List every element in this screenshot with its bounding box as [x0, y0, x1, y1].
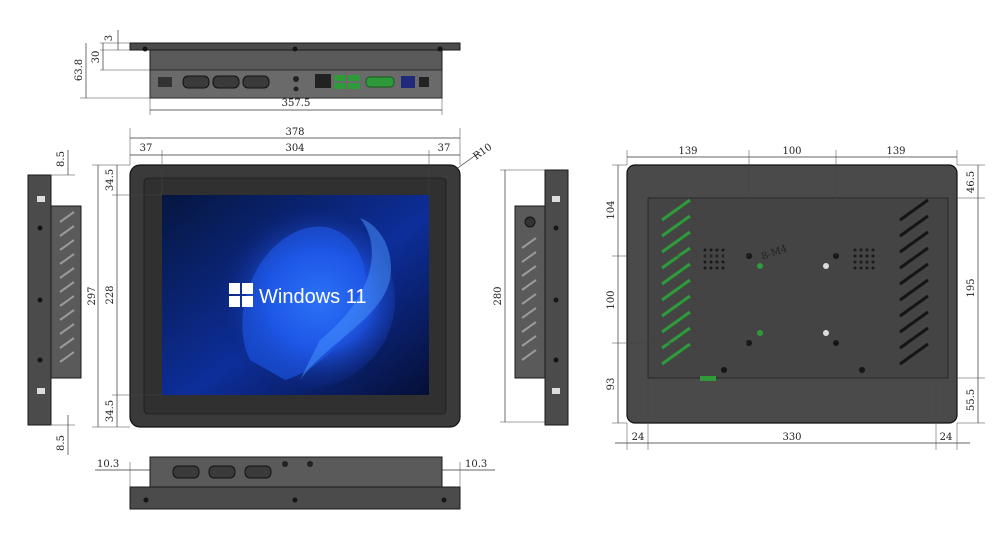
top-view: 3 30 63.8 357.5: [74, 30, 461, 115]
ethernet-port-icon: [315, 74, 331, 88]
speaker-grille-left: [703, 248, 725, 270]
dim-rear-vert-mid: 100: [606, 290, 617, 309]
dim-rear-bottom-right: 24: [940, 432, 953, 443]
dim-top-width: 357.5: [282, 98, 311, 109]
dim-left-bottom: 8.5: [56, 435, 67, 451]
serial-port-icon: [208, 465, 236, 479]
dim-rear-bottom-left: 24: [632, 432, 645, 443]
dim-front-top-margin: 34.5: [105, 169, 116, 191]
rear-vents-left: [661, 198, 691, 366]
front-view: Windows 11 378 37 304 37 R10 297 34.5 22…: [87, 127, 494, 428]
dim-front-side-left: 37: [140, 143, 153, 154]
dim-front-width: 378: [285, 127, 304, 138]
phoenix-connector-icon: [365, 76, 395, 88]
left-side-view: 8.5 8.5: [27, 150, 82, 455]
rear-vents-right: [899, 198, 929, 366]
usb-port-icon: [348, 75, 360, 81]
dim-right-height: 280: [493, 286, 504, 305]
right-side-housing: [514, 205, 546, 379]
power-connector-icon: [158, 77, 172, 87]
dim-bottom-right: 10.3: [465, 459, 487, 470]
dim-front-screen-width: 304: [285, 143, 304, 154]
dim-rear-middle: 100: [782, 146, 801, 157]
dim-top-depth-inner: 30: [91, 51, 102, 64]
vga-port-icon: [401, 76, 415, 88]
windows-logo-icon: [229, 283, 253, 307]
dim-rear-right-mid: 195: [966, 278, 977, 297]
bottom-view: 10.3 10.3: [95, 456, 495, 510]
left-side-housing: [50, 205, 82, 379]
speaker-grille-right: [853, 248, 875, 270]
dim-rear-vert-bottom: 93: [606, 378, 617, 391]
serial-port-icon: [212, 75, 240, 89]
usb-port-icon: [348, 83, 360, 89]
rear-view: 8-M4 139 100 139 104 100 93 46.5 195 55.…: [606, 146, 985, 450]
audio-jack-icon: [293, 76, 299, 82]
dim-top-flange: 3: [104, 35, 115, 41]
dim-rear-right-bottom: 55.5: [966, 389, 977, 411]
dim-rear-bottom-mid: 330: [782, 432, 801, 443]
vesa-hole: [833, 340, 839, 346]
dim-front-height: 297: [87, 286, 98, 305]
usb-port-icon: [334, 75, 346, 81]
dim-front-side-right: 37: [438, 143, 451, 154]
screen-os-text: Windows 11: [259, 286, 366, 308]
dc-jack-icon: [419, 77, 429, 87]
knob-icon: [524, 216, 536, 228]
dim-front-radius: R10: [471, 142, 494, 163]
dim-rear-vert-top: 104: [606, 200, 617, 219]
dim-bottom-left: 10.3: [97, 459, 119, 470]
dim-rear-right-top: 46.5: [966, 171, 977, 193]
dim-front-bottom-margin: 34.5: [105, 400, 116, 422]
left-side-vents: [59, 211, 75, 363]
power-button-icon: [293, 86, 299, 92]
right-side-frame: [544, 169, 569, 426]
dim-top-depth-total: 63.8: [74, 59, 85, 81]
serial-port-icon: [244, 465, 272, 479]
usb-port-icon: [334, 83, 346, 89]
dim-rear-right: 139: [886, 146, 905, 157]
serial-port-icon: [242, 75, 270, 89]
right-side-view: 280: [493, 169, 569, 426]
bottom-view-housing: [149, 456, 443, 488]
dim-left-top: 8.5: [56, 151, 67, 167]
dim-front-screen-height: 228: [105, 285, 116, 304]
dim-rear-left: 139: [678, 146, 697, 157]
rear-housing: [647, 197, 949, 379]
serial-port-icon: [172, 465, 200, 479]
serial-port-icon: [182, 75, 210, 89]
right-side-vents: [521, 237, 537, 361]
